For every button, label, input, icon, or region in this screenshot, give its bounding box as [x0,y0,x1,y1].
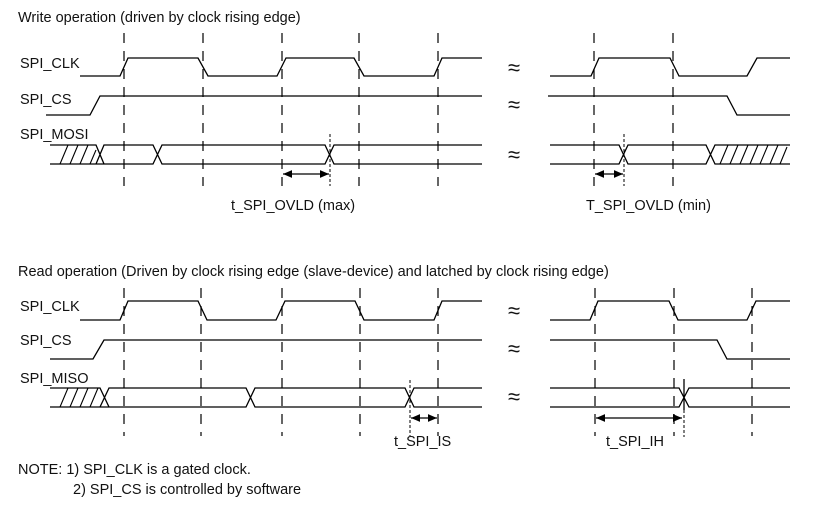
read-label-miso: SPI_MISO [20,371,89,387]
write-label-cs: SPI_CS [20,92,72,108]
read-title: Read operation (Driven by clock rising e… [18,264,609,280]
read-clk-waveform [80,300,790,321]
write-cs-waveform [46,95,790,116]
write-clock-edge-markers [123,33,674,186]
note-line-2: 2) SPI_CS is controlled by software [73,482,301,498]
time-break-icon: ≈ [508,336,520,361]
read-setup-label: t_SPI_IS [394,434,451,450]
notes: NOTE: 1) SPI_CLK is a gated clock. 2) SP… [18,462,301,498]
read-hold-label: t_SPI_IH [606,434,664,450]
read-label-cs: SPI_CS [20,333,72,349]
time-break-icon: ≈ [508,298,520,323]
write-clk-waveform [80,57,790,77]
write-ovld-min-label: T_SPI_OVLD (min) [586,198,711,214]
write-label-clk: SPI_CLK [20,56,80,72]
write-title: Write operation (driven by clock rising … [18,10,301,26]
write-operation-section: Write operation (driven by clock rising … [18,10,790,214]
time-break-icon: ≈ [508,384,520,409]
time-break-icon: ≈ [508,55,520,80]
note-line-1: NOTE: 1) SPI_CLK is a gated clock. [18,462,251,478]
write-label-mosi: SPI_MOSI [20,127,89,143]
write-ovld-max-label: t_SPI_OVLD (max) [231,198,355,214]
read-label-clk: SPI_CLK [20,299,80,315]
write-mosi-waveform [50,144,790,165]
time-break-icon: ≈ [508,142,520,167]
read-cs-waveform [50,339,790,360]
read-miso-waveform [50,387,790,408]
time-break-icon: ≈ [508,92,520,117]
read-operation-section: Read operation (Driven by clock rising e… [18,264,790,450]
